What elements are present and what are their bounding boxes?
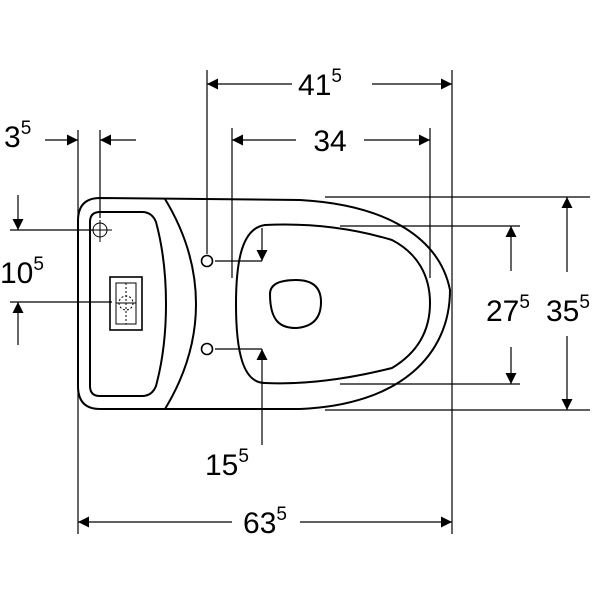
label-34: 34: [313, 125, 346, 158]
dim-hole-outer-spacing: 415: [207, 66, 452, 102]
dim-overall-length: 635: [78, 504, 452, 540]
cistern-inner-outline: [89, 211, 168, 397]
dim-seat-width: 275: [486, 226, 530, 384]
dim-hole-inner-spacing: 34: [232, 125, 430, 158]
extension-lines: [10, 70, 590, 534]
water-inlet-marker: [90, 220, 112, 242]
toilet-seat: [234, 223, 520, 385]
dim-tank-offset: 35: [4, 118, 136, 154]
dim-tank-height-offset: 105: [0, 195, 44, 345]
label-35-5: 355: [546, 292, 590, 328]
label-3-5: 35: [4, 118, 31, 154]
bowl-opening: [268, 278, 323, 330]
fixing-hole-bottom: [200, 342, 214, 356]
dim-fixing-hole-spacing: 155: [205, 228, 268, 482]
flush-button: [109, 276, 143, 331]
dim-overall-width: 355: [546, 197, 590, 410]
label-27-5: 275: [486, 292, 530, 328]
seat-outline: [234, 223, 432, 385]
tank-side-contour: [164, 198, 198, 410]
fixing-holes: [200, 254, 262, 356]
label-10-5: 105: [0, 254, 44, 290]
fixing-hole-top: [200, 254, 214, 268]
label-63-5: 635: [243, 504, 287, 540]
cistern: [89, 211, 168, 397]
label-41-5: 415: [298, 66, 342, 102]
label-15-5: 155: [205, 446, 249, 482]
